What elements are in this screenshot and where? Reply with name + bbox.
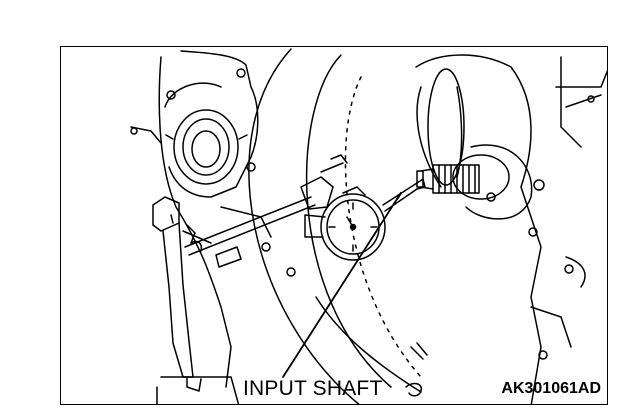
right-case-housing [415,54,607,404]
callout-leader-arrow [395,191,403,201]
transaxle-illustration [130,48,607,404]
input-shaft-splines [416,164,480,194]
callout-leader-line [282,198,398,378]
left-case-housing [130,50,296,388]
stand-base-plate [156,376,240,404]
small-fastener-mark [405,382,422,397]
figure-code: AK301061AD [501,380,601,397]
figure-frame: INPUT SHAFT AK301061AD [60,46,608,405]
bell-housing [248,48,428,404]
input-shaft-label: INPUT SHAFT [243,377,383,400]
